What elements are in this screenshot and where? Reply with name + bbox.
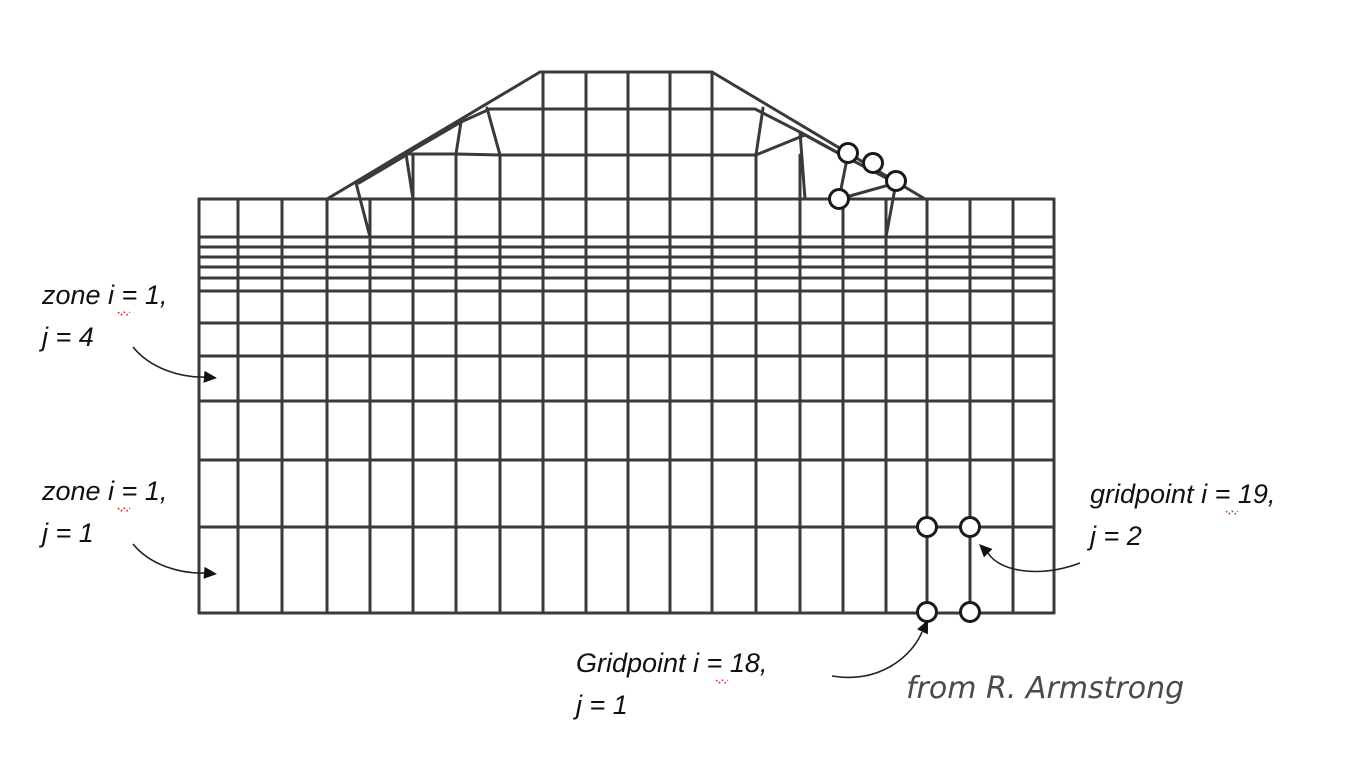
- gridpoint-18-1-label: Gridpoint i = 18, j = 1: [572, 648, 775, 720]
- annotation-arrows: [132, 346, 1081, 679]
- gridpoint-circle: [828, 188, 850, 210]
- gridpoint-circle: [916, 516, 938, 538]
- slope-zone-line: [884, 181, 898, 239]
- gridpoint-circle: [959, 601, 981, 623]
- gridpoint-19-2-arrow: [979, 544, 1081, 573]
- gridpoint-18-1-arrow: [831, 620, 928, 679]
- slope-zone-line: [454, 120, 463, 156]
- zone-1-4-arrow: [132, 346, 217, 383]
- slope-zone-line: [754, 106, 765, 157]
- slope-zone-line: [798, 130, 807, 201]
- zone-1-1-arrow: [132, 543, 217, 579]
- zone-1-1-line-2: j = 1: [38, 518, 94, 548]
- gridpoint-circle: [885, 170, 907, 192]
- zone-1-4-label: zone i = 1, j = 4: [38, 280, 175, 352]
- spellcheck-underlines: [117, 311, 1239, 684]
- zone-1-1-label: zone i = 1, j = 1: [38, 476, 175, 548]
- zone-1-4-line-2: j = 4: [38, 322, 94, 352]
- embankment-mesh: [197, 70, 1056, 615]
- gridpoint-circle: [959, 516, 981, 538]
- slope-zone-line: [404, 152, 415, 201]
- gridpoint-18-1-line-2: j = 1: [572, 690, 628, 720]
- slope-zone-line: [354, 181, 372, 239]
- gridpoint-19-2-line-2: j = 2: [1086, 521, 1142, 551]
- zone-1-1-line-1: zone i = 1,: [41, 476, 167, 506]
- gridpoint-19-2-line-1: gridpoint i = 19,: [1090, 479, 1275, 509]
- slope-zone-line: [485, 106, 502, 157]
- gridpoint-19-2-label: gridpoint i = 19, j = 2: [1086, 479, 1283, 551]
- gridpoint-18-1-line-1: Gridpoint i = 18,: [576, 648, 767, 678]
- gridpoint-circle: [837, 142, 859, 164]
- credit-text: from R. Armstrong: [906, 671, 1184, 706]
- zone-1-4-line-1: zone i = 1,: [41, 280, 167, 310]
- gridpoint-circle: [862, 152, 884, 174]
- embankment-outline: [325, 70, 927, 201]
- gridpoint-markers: [828, 142, 981, 623]
- gridpoint-circle: [916, 601, 938, 623]
